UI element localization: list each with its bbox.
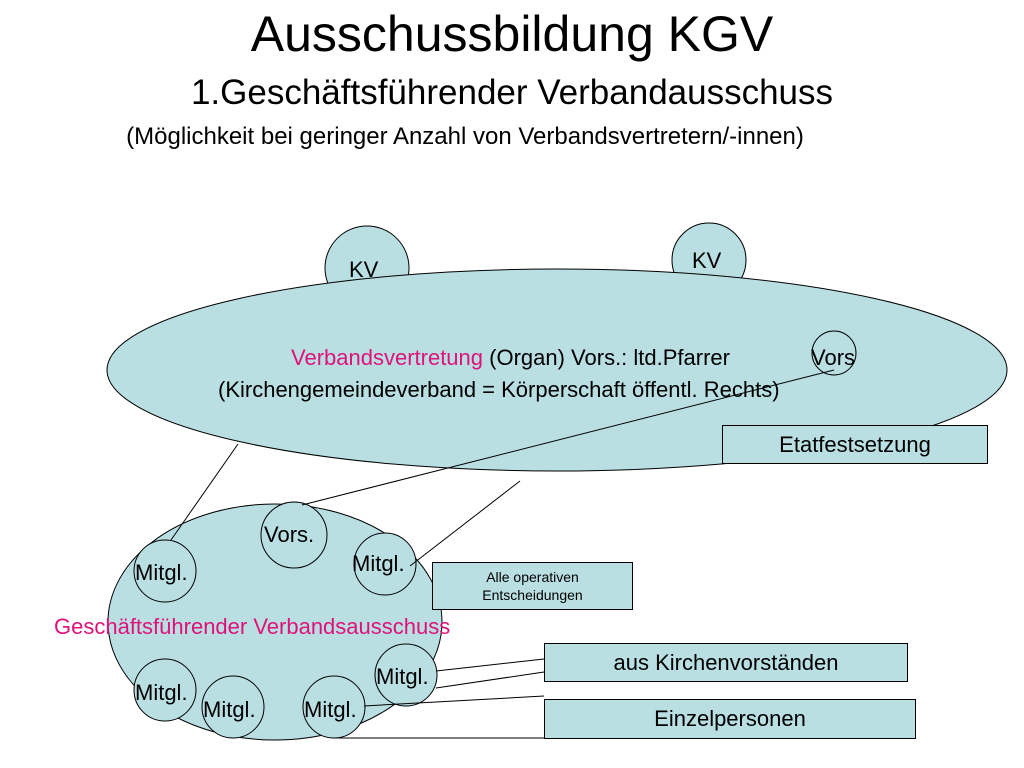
mitgl-label-1: Mitgl. bbox=[135, 560, 188, 585]
verband-vors-label: Vors bbox=[811, 345, 856, 370]
mitgl-circle-3 bbox=[374, 643, 438, 707]
verbandsvertretung-name: Verbandsvertretung bbox=[291, 345, 484, 370]
verband-vors-circle bbox=[811, 330, 857, 376]
mitgl-label-2: Mitgl. bbox=[352, 551, 405, 576]
connector-ellipse-to-mitgl bbox=[409, 480, 521, 567]
mitgl-circle-1 bbox=[133, 539, 197, 603]
ausschuss-name: Geschäftsführender Verbandsausschuss bbox=[54, 614, 451, 639]
connector-mitgl-to-einzelpersonen bbox=[363, 695, 545, 707]
verbandsvertretung-ellipse bbox=[106, 268, 1008, 472]
kirchenvorstaende-box: aus Kirchenvorständen bbox=[544, 643, 908, 682]
verbandsvertretung-line1: Verbandsvertretung (Organ) Vors.: ltd.Pf… bbox=[291, 345, 730, 371]
connector-ellipse-to-ausschuss bbox=[170, 443, 239, 541]
mitgl-circle-5 bbox=[201, 675, 265, 739]
mitgl-circle-4 bbox=[133, 658, 197, 722]
page-note: (Möglichkeit bei geringer Anzahl von Ver… bbox=[126, 123, 804, 150]
mitgl-label-3: Mitgl. bbox=[376, 664, 429, 689]
page-subtitle: 1.Geschäftsführender Verbandausschuss bbox=[190, 73, 834, 112]
operative-entscheidungen-box: Alle operativen Entscheidungen bbox=[432, 562, 633, 610]
verbandsvertretung-organ: (Organ) Vors.: ltd.Pfarrer bbox=[483, 345, 730, 370]
etatfestsetzung-box: Etatfestsetzung bbox=[722, 425, 988, 464]
page-title: Ausschussbildung KGV bbox=[250, 6, 774, 62]
mitgl-circle-2 bbox=[353, 532, 417, 596]
mitgl-label-5: Mitgl. bbox=[203, 697, 256, 722]
mitgl-label-4: Mitgl. bbox=[135, 680, 188, 705]
connector-mitgl-to-kirchenvorstaende-1 bbox=[435, 658, 545, 672]
verbandsvertretung-line2: (Kirchengemeindeverband = Körperschaft ö… bbox=[218, 377, 780, 402]
mitgl-label-6: Mitgl. bbox=[304, 697, 357, 722]
connector-vors-to-vors bbox=[301, 369, 835, 506]
connector-mitgl-to-kirchenvorstaende-2 bbox=[435, 671, 545, 689]
ausschuss-vors-label: Vors. bbox=[264, 522, 315, 547]
einzelpersonen-box: Einzelpersonen bbox=[544, 699, 916, 739]
kv-label-left: KV bbox=[349, 257, 379, 282]
ausschuss-vors-circle bbox=[260, 501, 328, 569]
kv-label-right: KV bbox=[692, 248, 722, 273]
